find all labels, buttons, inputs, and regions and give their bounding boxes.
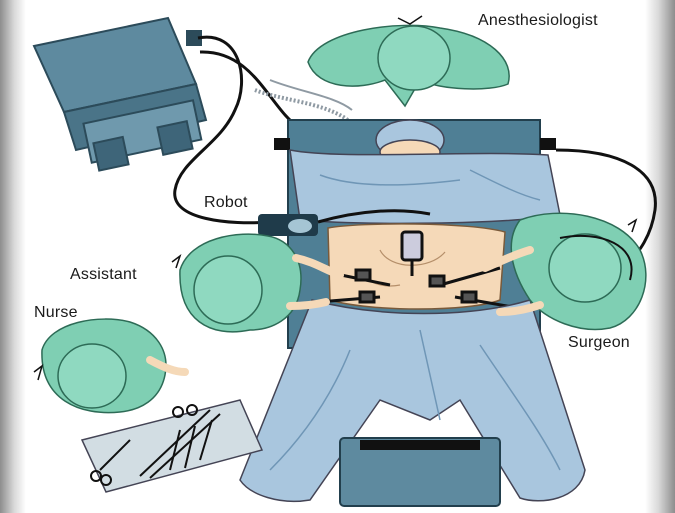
label-nurse: Nurse bbox=[34, 304, 78, 322]
label-surgeon: Surgeon bbox=[568, 334, 630, 352]
label-assistant: Assistant bbox=[70, 266, 137, 284]
nurse-figure bbox=[34, 319, 185, 413]
label-robot: Robot bbox=[204, 194, 248, 212]
robot-cart bbox=[34, 18, 206, 171]
console-unit bbox=[340, 438, 500, 506]
label-anesthesiologist: Anesthesiologist bbox=[478, 12, 598, 30]
instrument-tray bbox=[82, 400, 262, 492]
